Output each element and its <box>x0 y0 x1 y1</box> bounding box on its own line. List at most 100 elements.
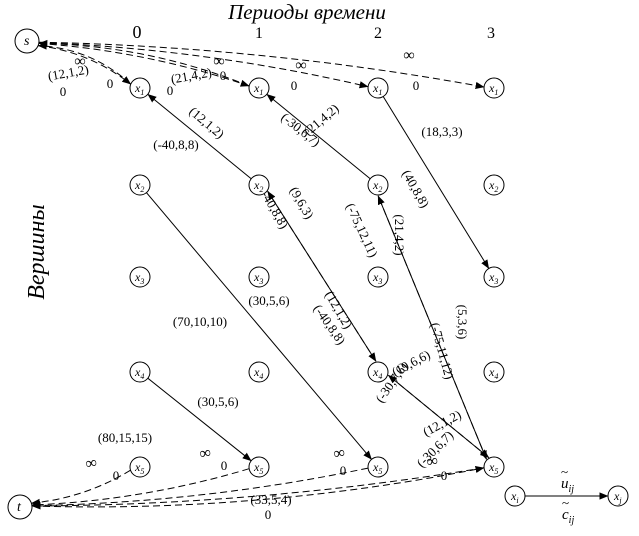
node-x2-period-3-circle <box>483 174 505 196</box>
node-x4-period-0: x4 <box>129 361 151 383</box>
vertices-axis-label: Вершины <box>24 204 50 300</box>
node-x1-period-3-label: x1 <box>488 81 498 97</box>
legend-node-to-label: xj <box>613 489 622 505</box>
edge-19-label: ∞ <box>332 444 346 463</box>
node-x3-period-2: x3 <box>367 266 389 288</box>
node-x1-period-3: x1 <box>483 77 505 99</box>
node-x4-period-2-circle <box>367 361 389 383</box>
node-x2-period-2-label: x2 <box>372 178 382 194</box>
edge-0-label2: 0 <box>60 84 67 99</box>
edge-12-label: (21,4,2) <box>392 214 407 255</box>
node-x3-period-2-label: x3 <box>372 270 382 286</box>
node-x4-period-1-label: x4 <box>253 365 263 381</box>
period-label-1: 1 <box>255 25 263 42</box>
edge-16 <box>147 377 252 462</box>
legend-capacity-label: uij <box>561 476 574 495</box>
edge-13-label: (5,3,6) <box>455 305 470 340</box>
node-x2-period-0-label: x2 <box>134 178 144 194</box>
node-x3-period-0-circle <box>129 266 151 288</box>
node-x5-period-3-circle <box>483 456 505 478</box>
edge-3-label2: 0 <box>220 68 227 83</box>
period-label-0: 0 <box>133 22 142 42</box>
edge-5-label2: 0 <box>413 78 420 93</box>
node-x5-period-3: x5 <box>483 456 505 478</box>
edge-19-label2: 0 <box>340 463 347 478</box>
node-x5-period-1-label: x5 <box>253 460 263 476</box>
node-x1-period-3-circle <box>483 77 505 99</box>
node-x3-period-0: x3 <box>129 266 151 288</box>
edge-5 <box>38 41 485 90</box>
edge-18 <box>31 468 250 509</box>
edge-8-label: (18,3,3) <box>421 124 462 139</box>
edge-14 <box>387 374 490 458</box>
edge-1 <box>38 45 132 85</box>
legend: xi xj uij ~ cij ~ <box>504 464 629 526</box>
node-x1-period-2-circle <box>367 77 389 99</box>
sink-node-t-label: t <box>17 500 22 515</box>
node-x2-period-1-circle <box>248 174 270 196</box>
edge-21-label: (33,5,4) <box>250 492 291 507</box>
source-node-s: s <box>14 28 40 54</box>
edge-6-label: (12,1,2) <box>186 104 227 142</box>
node-x4-period-2: x4 <box>367 361 389 383</box>
node-x5-period-0: x5 <box>129 456 151 478</box>
edge-12-label2: (-75,12,11) <box>343 201 381 260</box>
edge-4 <box>38 42 369 89</box>
edge-20-label: ∞ <box>425 452 439 471</box>
edge-4-label: ∞ <box>295 57 306 74</box>
node-x2-period-0: x2 <box>129 174 151 196</box>
edge-4-label2: 0 <box>291 78 298 93</box>
node-x3-period-1-label: x3 <box>253 270 263 286</box>
node-x5-period-2-label: x5 <box>372 460 382 476</box>
period-label-3: 3 <box>487 25 495 42</box>
node-x4-period-3: x4 <box>483 361 505 383</box>
edge-16-label: (30,5,6) <box>197 394 238 409</box>
edge-11 <box>146 192 372 460</box>
edge-2 <box>38 39 250 87</box>
node-x2-period-0-circle <box>129 174 151 196</box>
node-x4-period-0-circle <box>129 361 151 383</box>
node-x5-period-2: x5 <box>367 456 389 478</box>
edge-1-label: ∞ <box>74 53 85 70</box>
node-x3-period-3: x3 <box>483 266 505 288</box>
node-x4-period-3-label: x4 <box>488 365 498 381</box>
edge-11-label2: (70,10,10) <box>173 314 227 329</box>
node-x2-period-2: x2 <box>367 174 389 196</box>
edge-6 <box>147 93 252 180</box>
source-node-s-circle <box>14 28 40 54</box>
node-x1-period-2-label: x1 <box>372 81 382 97</box>
node-x2-period-2-circle <box>367 174 389 196</box>
node-x4-period-2-label: x4 <box>372 365 382 381</box>
node-x3-period-1: x3 <box>248 266 270 288</box>
edge-8 <box>382 96 490 269</box>
node-x1-period-1: x1 <box>248 77 270 99</box>
node-x5-period-1-circle <box>248 456 270 478</box>
node-x5-period-0-label: x5 <box>134 460 144 476</box>
edge-2-label: (21,4,2) <box>170 65 213 87</box>
node-x3-period-3-circle <box>483 266 505 288</box>
node-x4-period-1-circle <box>248 361 270 383</box>
node-x3-period-3-label: x3 <box>488 270 498 286</box>
edge-3-label: ∞ <box>213 53 224 70</box>
edge-18-label2: 0 <box>221 458 228 473</box>
edge-13-label2: (-75,11,12) <box>428 321 458 381</box>
source-node-s-label: s <box>24 34 30 49</box>
edge-6-label2: (-40,8,8) <box>153 137 199 152</box>
node-x1-period-0-circle <box>129 77 151 99</box>
diagram-title: Периоды времени <box>227 0 386 24</box>
legend-cost-tilde: ~ <box>562 495 569 510</box>
edge-17-label: ∞ <box>84 454 98 473</box>
node-x1-period-1-label: x1 <box>253 81 263 97</box>
node-x5-period-0-circle <box>129 456 151 478</box>
node-x3-period-2-circle <box>367 266 389 288</box>
edge-2-label2: 0 <box>167 83 174 98</box>
edge-1-label2: 0 <box>107 76 114 91</box>
edge-17-label2: 0 <box>113 468 120 483</box>
node-x1-period-1-circle <box>248 77 270 99</box>
node-x1-period-0-label: x1 <box>134 81 144 97</box>
node-x2-period-1: x2 <box>248 174 270 196</box>
edge-18-label: ∞ <box>198 444 212 463</box>
node-x1-period-2: x1 <box>367 77 389 99</box>
